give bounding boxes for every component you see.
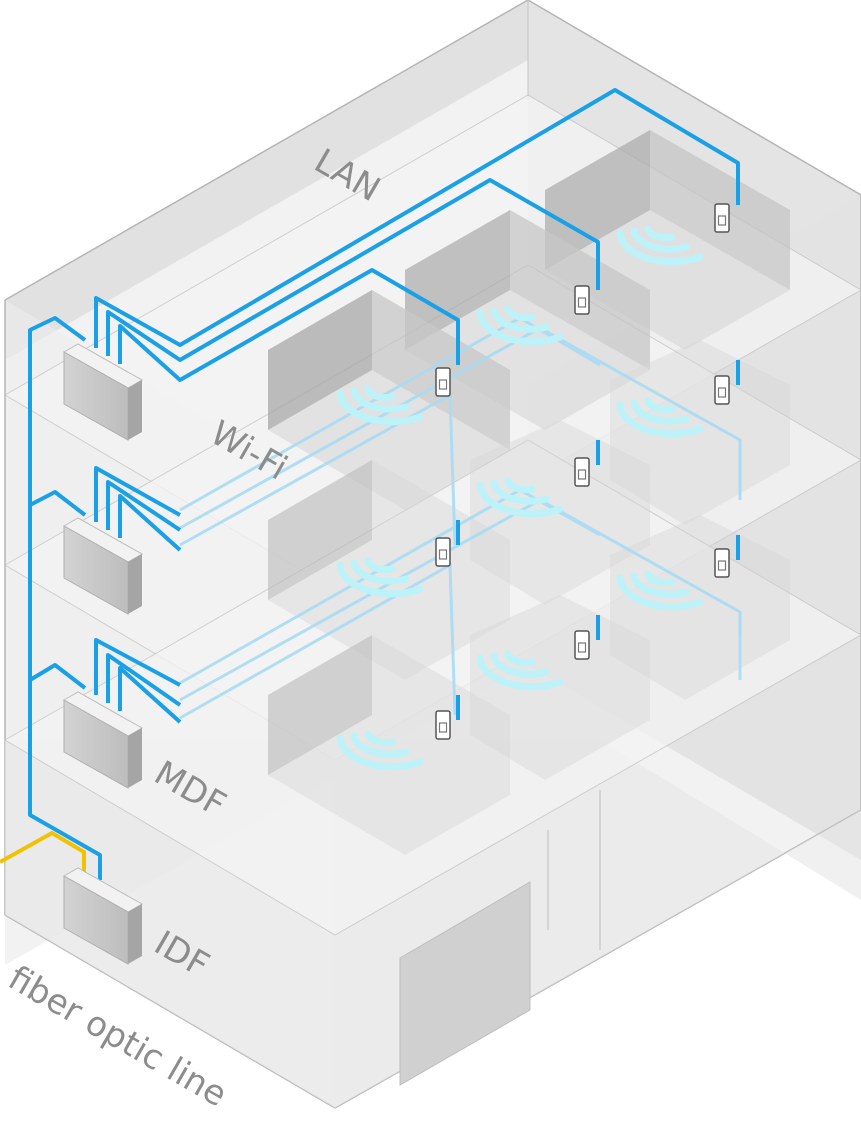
access-point-icon	[574, 285, 590, 315]
access-point-icon	[574, 457, 590, 487]
access-point-icon	[714, 203, 730, 233]
access-point-icon	[714, 375, 730, 405]
access-point-icon	[714, 548, 730, 578]
room-low-back	[610, 515, 790, 700]
network-switch-icon	[62, 343, 144, 441]
network-switch-icon	[62, 517, 144, 615]
network-switch-icon	[62, 691, 144, 789]
network-switch-icon	[62, 867, 144, 965]
fiber-optic-cable	[0, 830, 86, 880]
lan-cables	[28, 88, 740, 880]
access-point-icon	[435, 537, 451, 567]
access-point-icon	[435, 367, 451, 397]
access-point-icon	[574, 630, 590, 660]
access-point-icon	[435, 710, 451, 740]
room-low-mid	[470, 595, 650, 780]
